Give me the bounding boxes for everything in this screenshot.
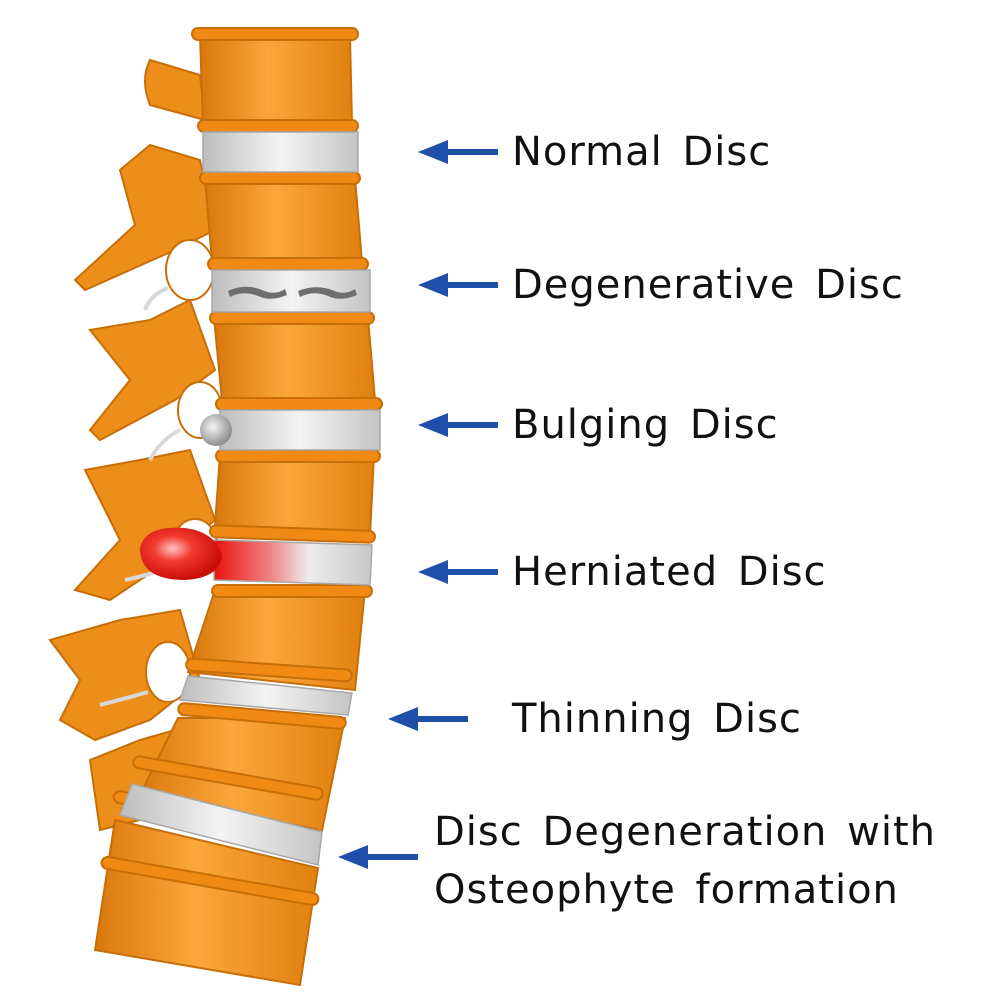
bulging-disc	[219, 409, 381, 451]
arrow-left-icon	[418, 413, 498, 437]
vertebral-bodies	[93, 34, 377, 987]
arrow-left-icon	[418, 140, 498, 164]
label-bulging-disc: Bulging Disc	[512, 402, 779, 448]
normal-disc	[202, 131, 359, 173]
degenerative-disc	[211, 269, 371, 313]
arrow-left-icon	[338, 845, 418, 869]
arrow-left-icon	[418, 273, 498, 297]
label-osteophyte: Disc Degeneration with Osteophyte format…	[434, 803, 936, 919]
label-osteophyte-line2: Osteophyte formation	[434, 867, 899, 913]
bulge	[200, 414, 232, 446]
label-herniated-disc: Herniated Disc	[512, 549, 827, 595]
arrow-left-icon	[418, 560, 498, 584]
thinning-disc	[178, 675, 353, 716]
degeneration-marks	[228, 286, 357, 299]
herniation	[140, 527, 222, 580]
label-thinning-disc: Thinning Disc	[512, 696, 802, 742]
label-osteophyte-line1: Disc Degeneration with	[434, 809, 936, 855]
label-normal-disc: Normal Disc	[512, 129, 772, 175]
osteophyte-disc	[118, 783, 323, 866]
label-degenerative-disc: Degenerative Disc	[512, 262, 904, 308]
herniated-disc	[213, 539, 373, 586]
arrow-left-icon	[388, 707, 468, 731]
